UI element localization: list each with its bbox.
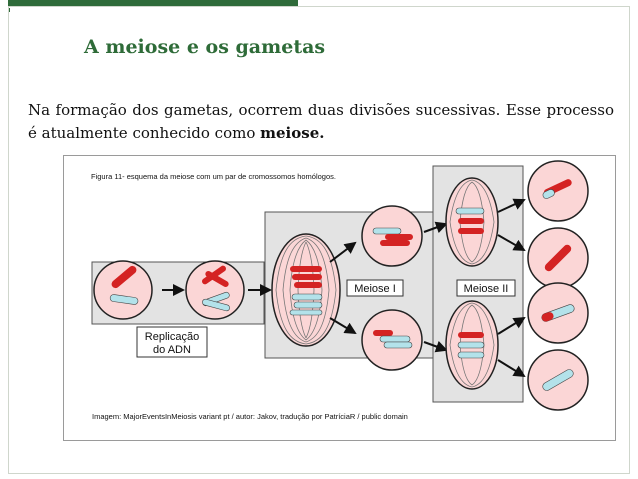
gamete-2 — [528, 228, 588, 288]
gamete-4 — [528, 350, 588, 410]
meiosis2-dividing-cell-bottom — [446, 301, 498, 389]
gamete-1 — [528, 161, 588, 221]
meiosis1-daughter-top — [362, 206, 422, 266]
replicated-cell — [186, 261, 244, 319]
meiosis2-dividing-cell-top — [446, 178, 498, 266]
meiosis1-daughter-bottom — [362, 310, 422, 370]
replication-label-line2: do ADN — [153, 344, 191, 356]
initial-cell — [94, 261, 152, 319]
meiosis2-label: Meiose II — [464, 283, 509, 295]
image-credit: Imagem: MajorEventsInMeiosis variant pt … — [92, 412, 408, 421]
replication-label-line1: Replicação — [145, 331, 199, 343]
meiosis1-dividing-cell — [272, 234, 340, 346]
gamete-3 — [528, 283, 588, 343]
meiosis1-label: Meiose I — [354, 283, 396, 295]
